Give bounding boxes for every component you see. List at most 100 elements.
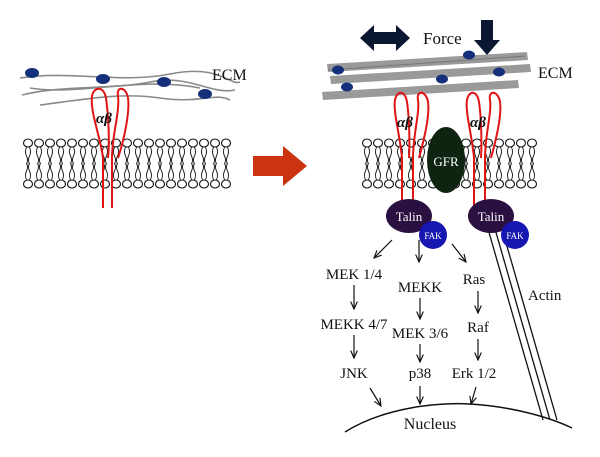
arrow-to-nucleus	[369, 387, 381, 406]
lipid-tail	[36, 146, 42, 165]
lipid-head	[176, 179, 188, 189]
pathway-p38: MEKK MEK 3/6 p38	[392, 280, 449, 404]
lipid-tail	[507, 162, 513, 181]
lipid-tail	[157, 146, 163, 165]
lipid-head	[99, 179, 111, 189]
nucleus-envelope	[344, 402, 573, 433]
ecm-collagen-bar	[330, 64, 531, 84]
lipid-tail	[47, 162, 53, 181]
branch-arrows	[374, 239, 466, 262]
ecm-ligand-dot	[157, 77, 171, 87]
lipid-head	[55, 179, 67, 189]
lipid-tail	[364, 146, 370, 165]
lipid-tail	[474, 146, 480, 165]
lipid-tail	[179, 162, 185, 181]
transition-arrow	[253, 146, 307, 186]
integrin-alpha-chain	[465, 91, 483, 210]
lipid-head	[372, 179, 384, 189]
lipid-head	[165, 138, 177, 148]
ecm-fiber	[39, 95, 231, 106]
lipid-tail	[113, 162, 119, 181]
lipid-tail	[168, 162, 174, 181]
ecm-ligand-dot	[463, 50, 475, 60]
lipid-tail	[146, 146, 152, 165]
fak-node	[501, 221, 529, 249]
lipid-tail	[36, 162, 42, 181]
talin-label-1: Talin	[396, 209, 423, 224]
lipid-tail	[496, 146, 502, 165]
gfr-label: GFR	[433, 154, 459, 169]
lipid-tail	[201, 146, 207, 165]
nucleus: Nucleus	[344, 402, 573, 433]
left-ecm: ECM	[19, 67, 247, 106]
lipid-tail	[25, 146, 31, 165]
ecm-fiber	[19, 70, 241, 84]
lipid-tail	[201, 162, 207, 181]
actin-filament	[492, 221, 551, 421]
fak-label-2: FAK	[506, 231, 524, 241]
lipid-head	[198, 179, 210, 189]
talin-fak-complex-2: Talin FAK	[468, 199, 529, 249]
ecm-fiber	[29, 83, 201, 91]
lipid-head	[22, 179, 34, 189]
integrin-beta-chain	[412, 91, 430, 210]
lipid-head	[198, 138, 210, 148]
lipid-tail	[223, 146, 229, 165]
lipid-head	[209, 179, 221, 189]
lipid-head	[515, 138, 527, 148]
lipid-tail	[91, 162, 97, 181]
ecm-ligand-dot	[436, 74, 448, 84]
lipid-tail	[507, 146, 513, 165]
lipid-tail	[168, 146, 174, 165]
right-ecm: ECM	[322, 50, 573, 100]
lipid-tail	[157, 162, 163, 181]
lipid-head	[165, 179, 177, 189]
lipid-tail	[463, 162, 469, 181]
lipid-head	[66, 138, 78, 148]
pathway-node: Ras	[463, 272, 486, 288]
fak-label-1: FAK	[424, 231, 442, 241]
lipid-head	[33, 179, 45, 189]
arrow-to-ras	[451, 243, 466, 262]
pathway-node: MEKK 4/7	[320, 317, 388, 333]
right-integrin-1: αβ	[393, 91, 430, 210]
lipid-head	[416, 179, 428, 189]
pathway-node: MEK 1/4	[326, 267, 383, 283]
lipid-tail	[47, 146, 53, 165]
lipid-tail	[419, 162, 425, 181]
right-integrin-label-2: αβ	[470, 115, 486, 131]
lipid-head	[22, 138, 34, 148]
left-integrin-label: αβ	[96, 111, 112, 127]
ecm-ligand-dot	[198, 89, 212, 99]
integrin-alpha-chain	[90, 87, 110, 208]
lipid-tail	[212, 162, 218, 181]
lipid-tail	[485, 162, 491, 181]
ecm-ligand-dot	[332, 65, 344, 75]
pathway-node: MEK 3/6	[392, 326, 449, 342]
lipid-tail	[386, 146, 392, 165]
integrin-beta-chain	[111, 87, 130, 208]
pathway-jnk: MEK 1/4 MEKK 4/7 JNK	[320, 267, 388, 406]
lipid-tail	[58, 162, 64, 181]
lipid-head	[187, 179, 199, 189]
force-indicator: Force	[360, 20, 500, 55]
lipid-head	[220, 138, 232, 148]
lipid-head	[176, 138, 188, 148]
lipid-head	[504, 138, 516, 148]
ecm-ligand-dot	[493, 67, 505, 77]
arrow-to-nucleus	[471, 386, 476, 404]
ecm-ligand-dot	[25, 68, 39, 78]
lipid-head	[143, 179, 155, 189]
pathway-node: MEKK	[398, 280, 442, 296]
lipid-tail	[146, 162, 152, 181]
fak-node	[419, 221, 447, 249]
lipid-tail	[179, 146, 185, 165]
lipid-tail	[529, 162, 535, 181]
actin-filament	[499, 221, 558, 421]
lipid-head	[220, 179, 232, 189]
integrin-alpha-chain	[393, 91, 411, 210]
lipid-head	[209, 138, 221, 148]
right-integrin-2: αβ	[465, 91, 502, 210]
